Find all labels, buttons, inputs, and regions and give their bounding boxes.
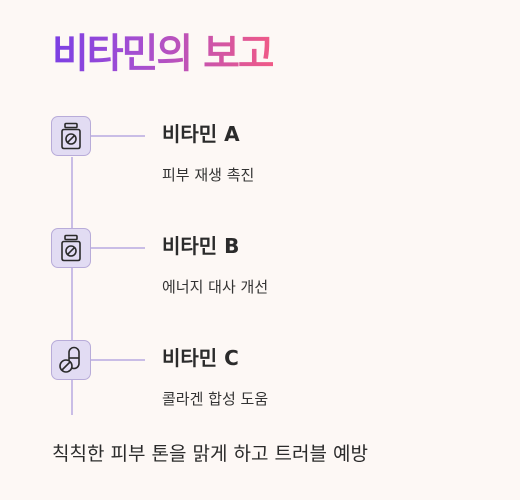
timeline-line [71, 157, 73, 415]
pill-bottle-icon [51, 116, 91, 156]
footer-text: 칙칙한 피부 톤을 맑게 하고 트러블 예방 [52, 443, 368, 465]
vitamin-item-b: 비타민 B 에너지 대사 개선 [0, 228, 520, 318]
vitamin-description: 에너지 대사 개선 [162, 278, 269, 296]
vitamin-description: 피부 재생 촉진 [162, 166, 255, 184]
vitamin-description: 콜라겐 합성 도움 [162, 390, 269, 408]
pill-bottle-icon [51, 228, 91, 268]
page-title: 비타민의 보고 [52, 26, 275, 82]
vitamin-item-a: 비타민 A 피부 재생 촉진 [0, 116, 520, 206]
connector-line [91, 359, 145, 361]
vitamin-name: 비타민 B [162, 234, 240, 258]
capsule-icon [51, 340, 91, 380]
connector-line [91, 247, 145, 249]
vitamin-item-c: 비타민 C 콜라겐 합성 도움 [0, 340, 520, 430]
connector-line [91, 135, 145, 137]
vitamin-name: 비타민 A [162, 122, 240, 146]
vitamin-name: 비타민 C [162, 346, 239, 370]
